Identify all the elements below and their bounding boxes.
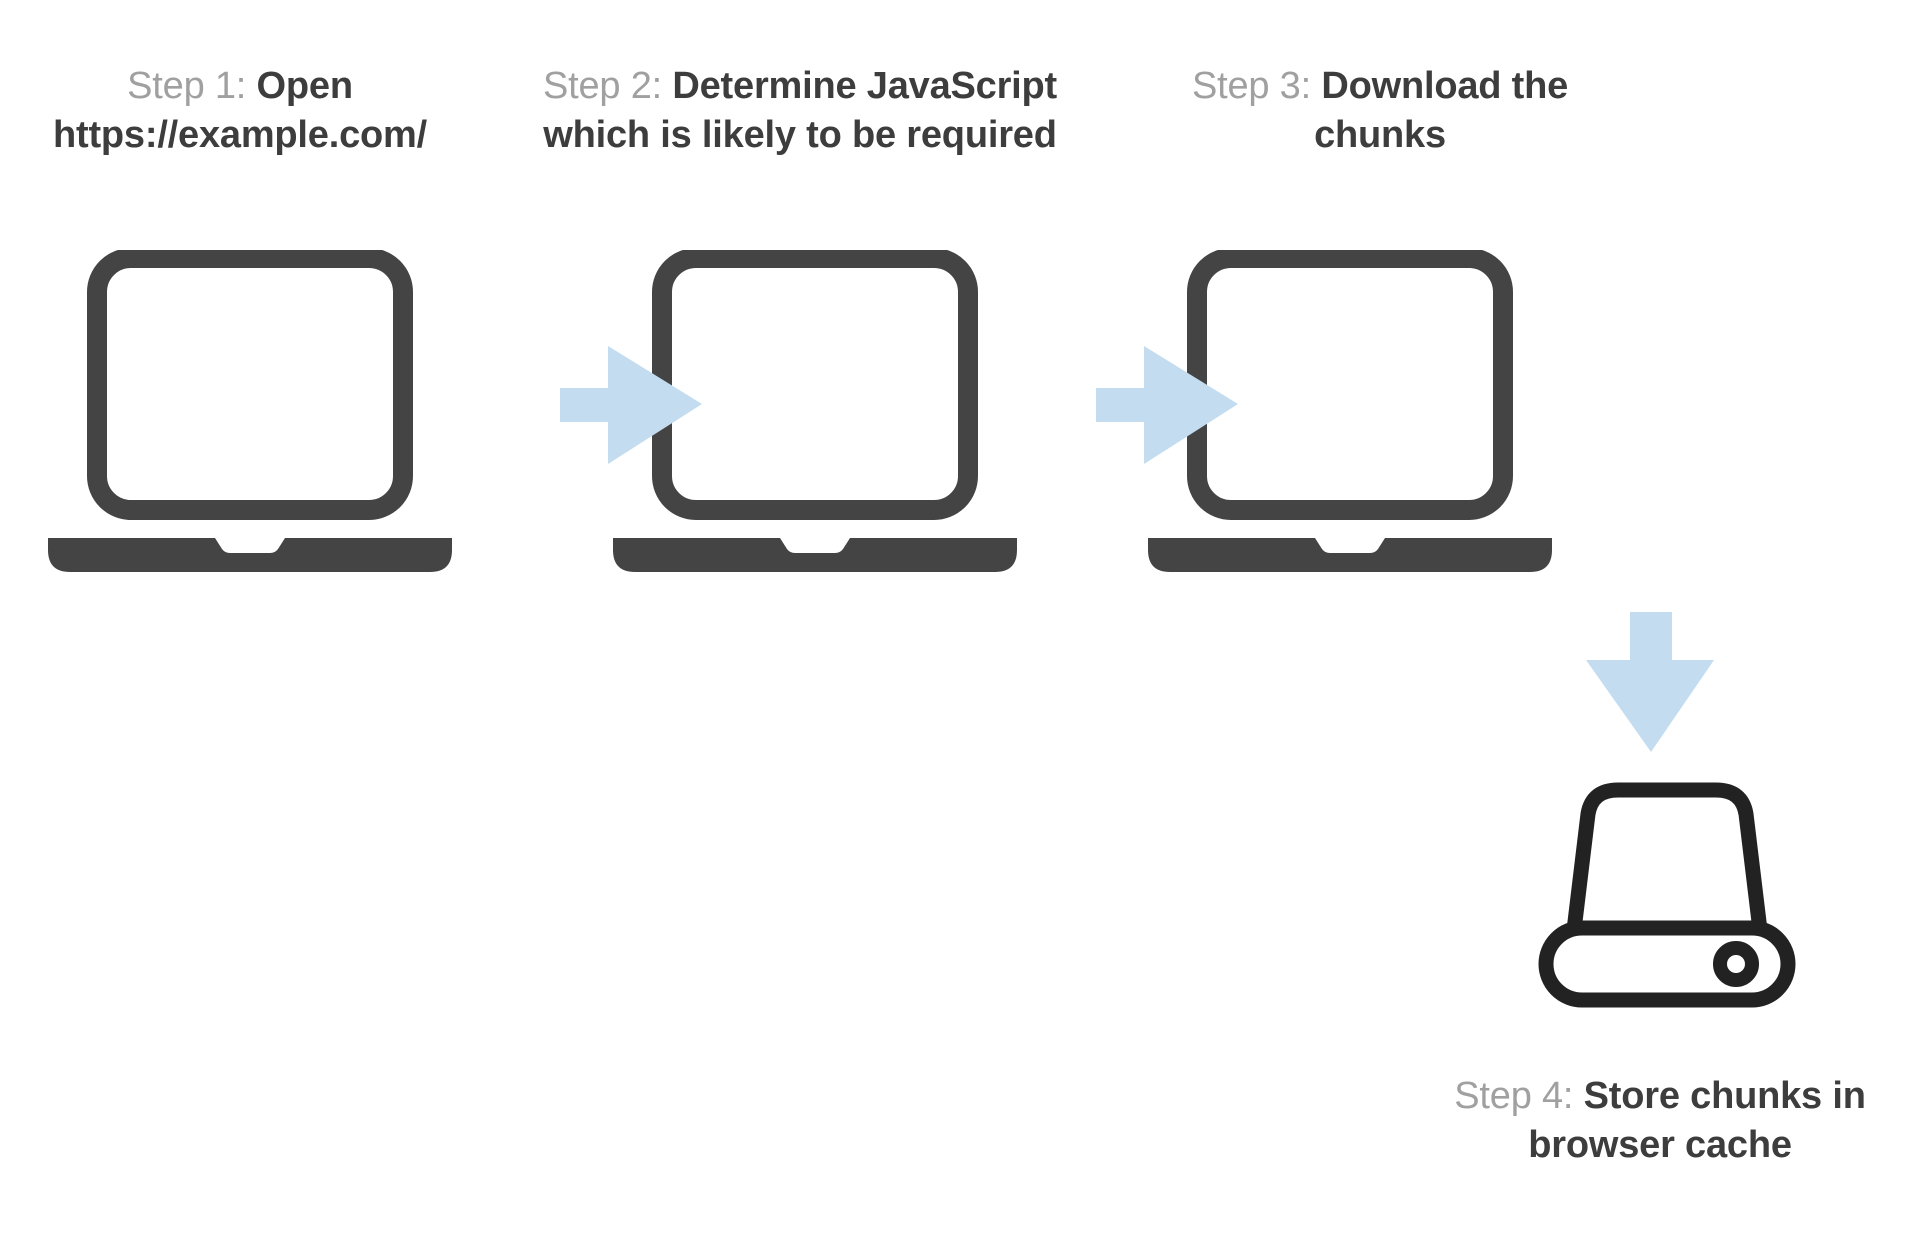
step-3-text: Download the chunks — [1314, 65, 1569, 156]
arrow-right-icon — [1088, 340, 1248, 470]
step-3-caption: Step 3: Download the chunks — [1160, 62, 1600, 159]
step-2-text: Determine JavaScript which is likely to … — [543, 65, 1058, 156]
step-4-label: Step 4: — [1454, 1075, 1574, 1117]
step-1-text: Open https://example.com/ — [53, 65, 427, 156]
hard-drive-icon — [1530, 780, 1800, 1010]
arrow-right-icon — [552, 340, 712, 470]
step-4-text: Store chunks in browser cache — [1528, 1075, 1866, 1166]
step-1-caption: Step 1: Open https://example.com/ — [20, 62, 460, 159]
step-2-label: Step 2: — [542, 65, 663, 107]
step-2-caption: Step 2: Determine JavaScript which is li… — [540, 62, 1060, 159]
step-3-label: Step 3: — [1191, 65, 1311, 107]
step-4-caption: Step 4: Store chunks in browser cache — [1440, 1072, 1880, 1169]
laptop-icon — [40, 250, 460, 580]
arrow-down-icon — [1580, 600, 1760, 780]
step-1-label: Step 1: — [127, 65, 247, 107]
